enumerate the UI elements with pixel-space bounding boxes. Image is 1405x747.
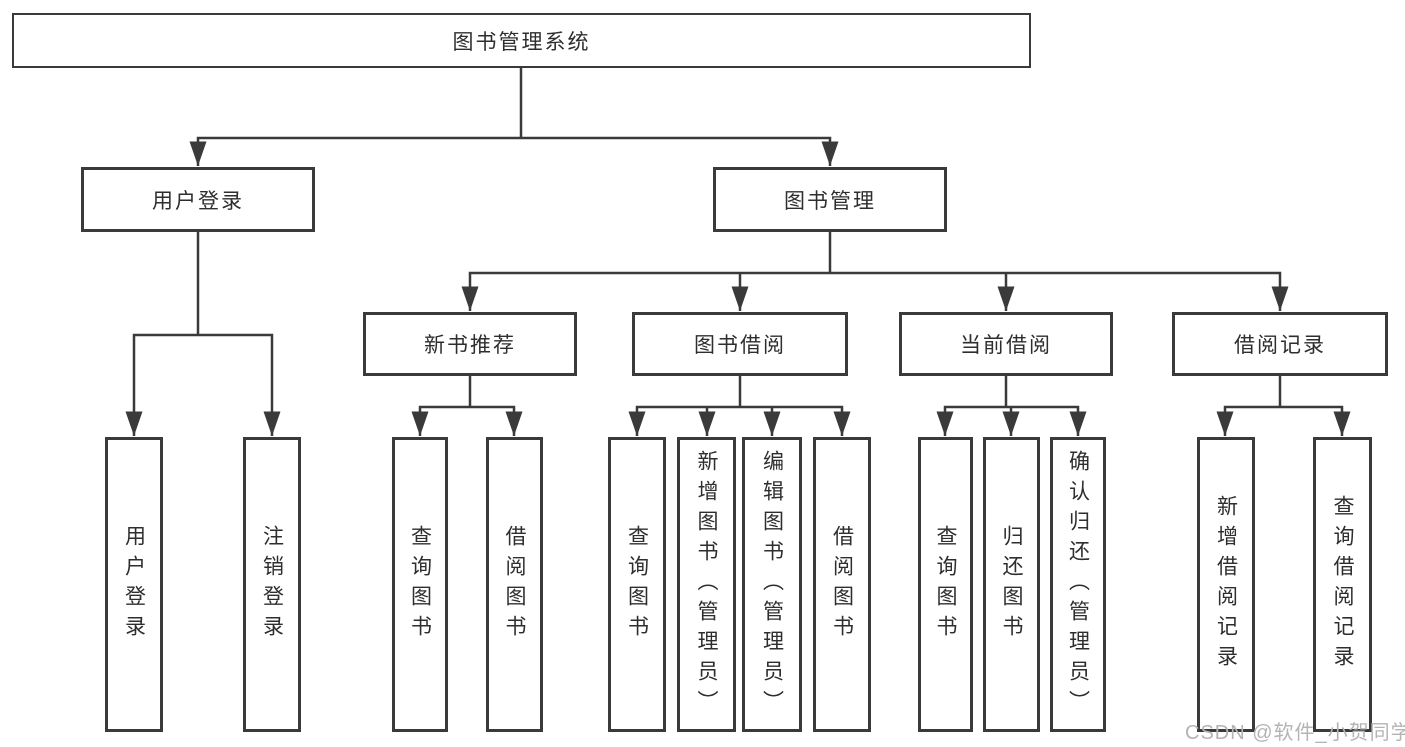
leaf-query-borrow-record-label: 查询借阅记录 (1331, 494, 1354, 675)
leaf-query-books-recommend: 查询图书 (392, 437, 448, 732)
leaf-add-books-admin-label: 新增图书（管理员） (695, 449, 718, 720)
node-book-borrowing-label: 图书借阅 (694, 334, 786, 357)
leaf-query-books-current: 查询图书 (918, 437, 973, 732)
leaf-add-books-admin: 新增图书（管理员） (677, 437, 736, 732)
node-root-label: 图书管理系统 (452, 30, 591, 54)
watermark: CSDN @软件_小贺同学 (1185, 722, 1405, 744)
leaf-borrow-books-borrowing-label: 借阅图书 (830, 524, 854, 645)
leaf-confirm-return-admin: 确认归还（管理员） (1050, 437, 1106, 732)
leaf-edit-books-admin-label: 编辑图书（管理员） (760, 449, 784, 720)
node-book-management: 图书管理 (713, 167, 947, 232)
leaf-query-books-recommend-label: 查询图书 (408, 524, 432, 645)
leaf-edit-books-admin: 编辑图书（管理员） (742, 437, 802, 732)
leaf-borrow-books-borrowing: 借阅图书 (813, 437, 871, 732)
leaf-add-borrow-record: 新增借阅记录 (1197, 437, 1255, 732)
leaf-return-books-label: 归还图书 (1000, 524, 1023, 645)
leaf-logout: 注销登录 (243, 437, 301, 732)
leaf-add-borrow-record-label: 新增借阅记录 (1214, 494, 1238, 675)
node-current-borrowing-label: 当前借阅 (960, 334, 1052, 357)
leaf-query-books-borrowing-label: 查询图书 (625, 524, 649, 645)
leaf-user-login-label: 用户登录 (122, 524, 146, 645)
node-book-management-label: 图书管理 (784, 189, 876, 213)
leaf-borrow-books-recommend: 借阅图书 (486, 437, 543, 732)
leaf-user-login: 用户登录 (105, 437, 163, 732)
node-user-login: 用户登录 (81, 167, 315, 232)
node-new-book-recommend: 新书推荐 (363, 312, 577, 376)
leaf-confirm-return-admin-label: 确认归还（管理员） (1066, 449, 1090, 720)
leaf-borrow-books-recommend-label: 借阅图书 (503, 524, 526, 645)
node-new-book-recommend-label: 新书推荐 (424, 334, 516, 357)
leaf-query-books-borrowing: 查询图书 (608, 437, 666, 732)
leaf-logout-label: 注销登录 (260, 524, 284, 645)
node-book-borrowing: 图书借阅 (632, 312, 848, 376)
node-borrowing-records-label: 借阅记录 (1234, 334, 1326, 357)
node-current-borrowing: 当前借阅 (899, 312, 1113, 376)
node-user-login-label: 用户登录 (152, 189, 244, 213)
node-root: 图书管理系统 (12, 13, 1031, 68)
connector-skeleton (132, 66, 1344, 409)
leaf-return-books: 归还图书 (983, 437, 1040, 732)
leaf-query-books-current-label: 查询图书 (934, 524, 957, 645)
node-borrowing-records: 借阅记录 (1172, 312, 1388, 376)
leaf-query-borrow-record: 查询借阅记录 (1313, 437, 1372, 732)
